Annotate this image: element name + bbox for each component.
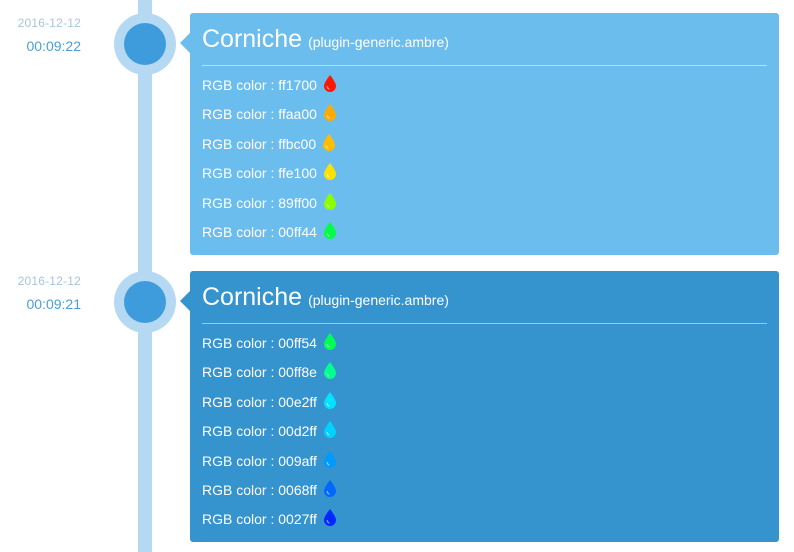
color-row: RGB color : 00ff8e xyxy=(202,362,767,392)
drop-icon xyxy=(323,133,336,151)
card-title: Corniche xyxy=(202,25,303,53)
color-label: RGB color : ffe100 xyxy=(202,165,317,182)
drop-icon xyxy=(323,221,336,239)
event-card[interactable]: Corniche (plugin-generic.ambre) RGB color… xyxy=(180,271,779,542)
color-row: RGB color : ffaa00 xyxy=(202,104,767,134)
entry-date: 2016-12-12 xyxy=(17,274,81,288)
color-label: RGB color : ff1700 xyxy=(202,77,317,93)
drop-icon xyxy=(323,333,336,350)
event-card[interactable]: Corniche (plugin-generic.ambre) RGB color… xyxy=(180,13,779,255)
drop-icon xyxy=(323,450,336,468)
color-row: RGB color : 009aff xyxy=(202,450,767,481)
color-row: RGB color : ff1700 xyxy=(202,75,767,105)
drop-icon xyxy=(323,391,336,409)
drop-icon xyxy=(323,163,336,181)
color-row: RGB color : 00ff44 xyxy=(202,221,767,252)
timeline-node xyxy=(114,13,176,75)
color-row: RGB color : ffe100 xyxy=(202,163,767,193)
drop-icon xyxy=(323,421,336,439)
color-label: RGB color : 0027ff xyxy=(202,511,317,528)
color-label: RGB color : 00ff54 xyxy=(202,335,317,351)
color-label: RGB color : 00ff44 xyxy=(202,223,317,240)
color-row: RGB color : 89ff00 xyxy=(202,192,767,223)
color-row: RGB color : 00e2ff xyxy=(202,391,767,422)
color-row: RGB color : ffbc00 xyxy=(202,133,767,164)
color-label: RGB color : 0068ff xyxy=(202,481,317,498)
card-title: Corniche xyxy=(202,283,303,311)
drop-icon xyxy=(323,509,336,527)
entry-time: 00:09:22 xyxy=(26,38,82,54)
drop-icon xyxy=(323,192,336,210)
entry-date: 2016-12-12 xyxy=(17,16,81,30)
color-label: RGB color : ffbc00 xyxy=(202,135,317,152)
color-row: RGB color : 00d2ff xyxy=(202,421,767,451)
card-subtitle: (plugin-generic.ambre) xyxy=(308,34,449,50)
color-label: RGB color : ffaa00 xyxy=(202,106,317,123)
color-label: RGB color : 00d2ff xyxy=(202,423,317,440)
entry-time: 00:09:21 xyxy=(26,296,82,312)
card-subtitle: (plugin-generic.ambre) xyxy=(308,292,449,308)
color-row: RGB color : 0027ff xyxy=(202,509,767,539)
drop-icon xyxy=(323,479,336,497)
drop-icon xyxy=(323,104,336,122)
color-label: RGB color : 00ff8e xyxy=(202,364,317,381)
color-label: RGB color : 89ff00 xyxy=(202,194,317,211)
timeline-node xyxy=(114,271,176,333)
color-label: RGB color : 009aff xyxy=(202,452,317,469)
color-label: RGB color : 00e2ff xyxy=(202,393,317,410)
drop-icon xyxy=(323,362,336,380)
color-row: RGB color : 0068ff xyxy=(202,479,767,510)
card-header: Corniche (plugin-generic.ambre) xyxy=(202,25,767,66)
drop-icon xyxy=(323,75,336,92)
card-header: Corniche (plugin-generic.ambre) xyxy=(202,283,767,324)
color-row: RGB color : 00ff54 xyxy=(202,333,767,363)
